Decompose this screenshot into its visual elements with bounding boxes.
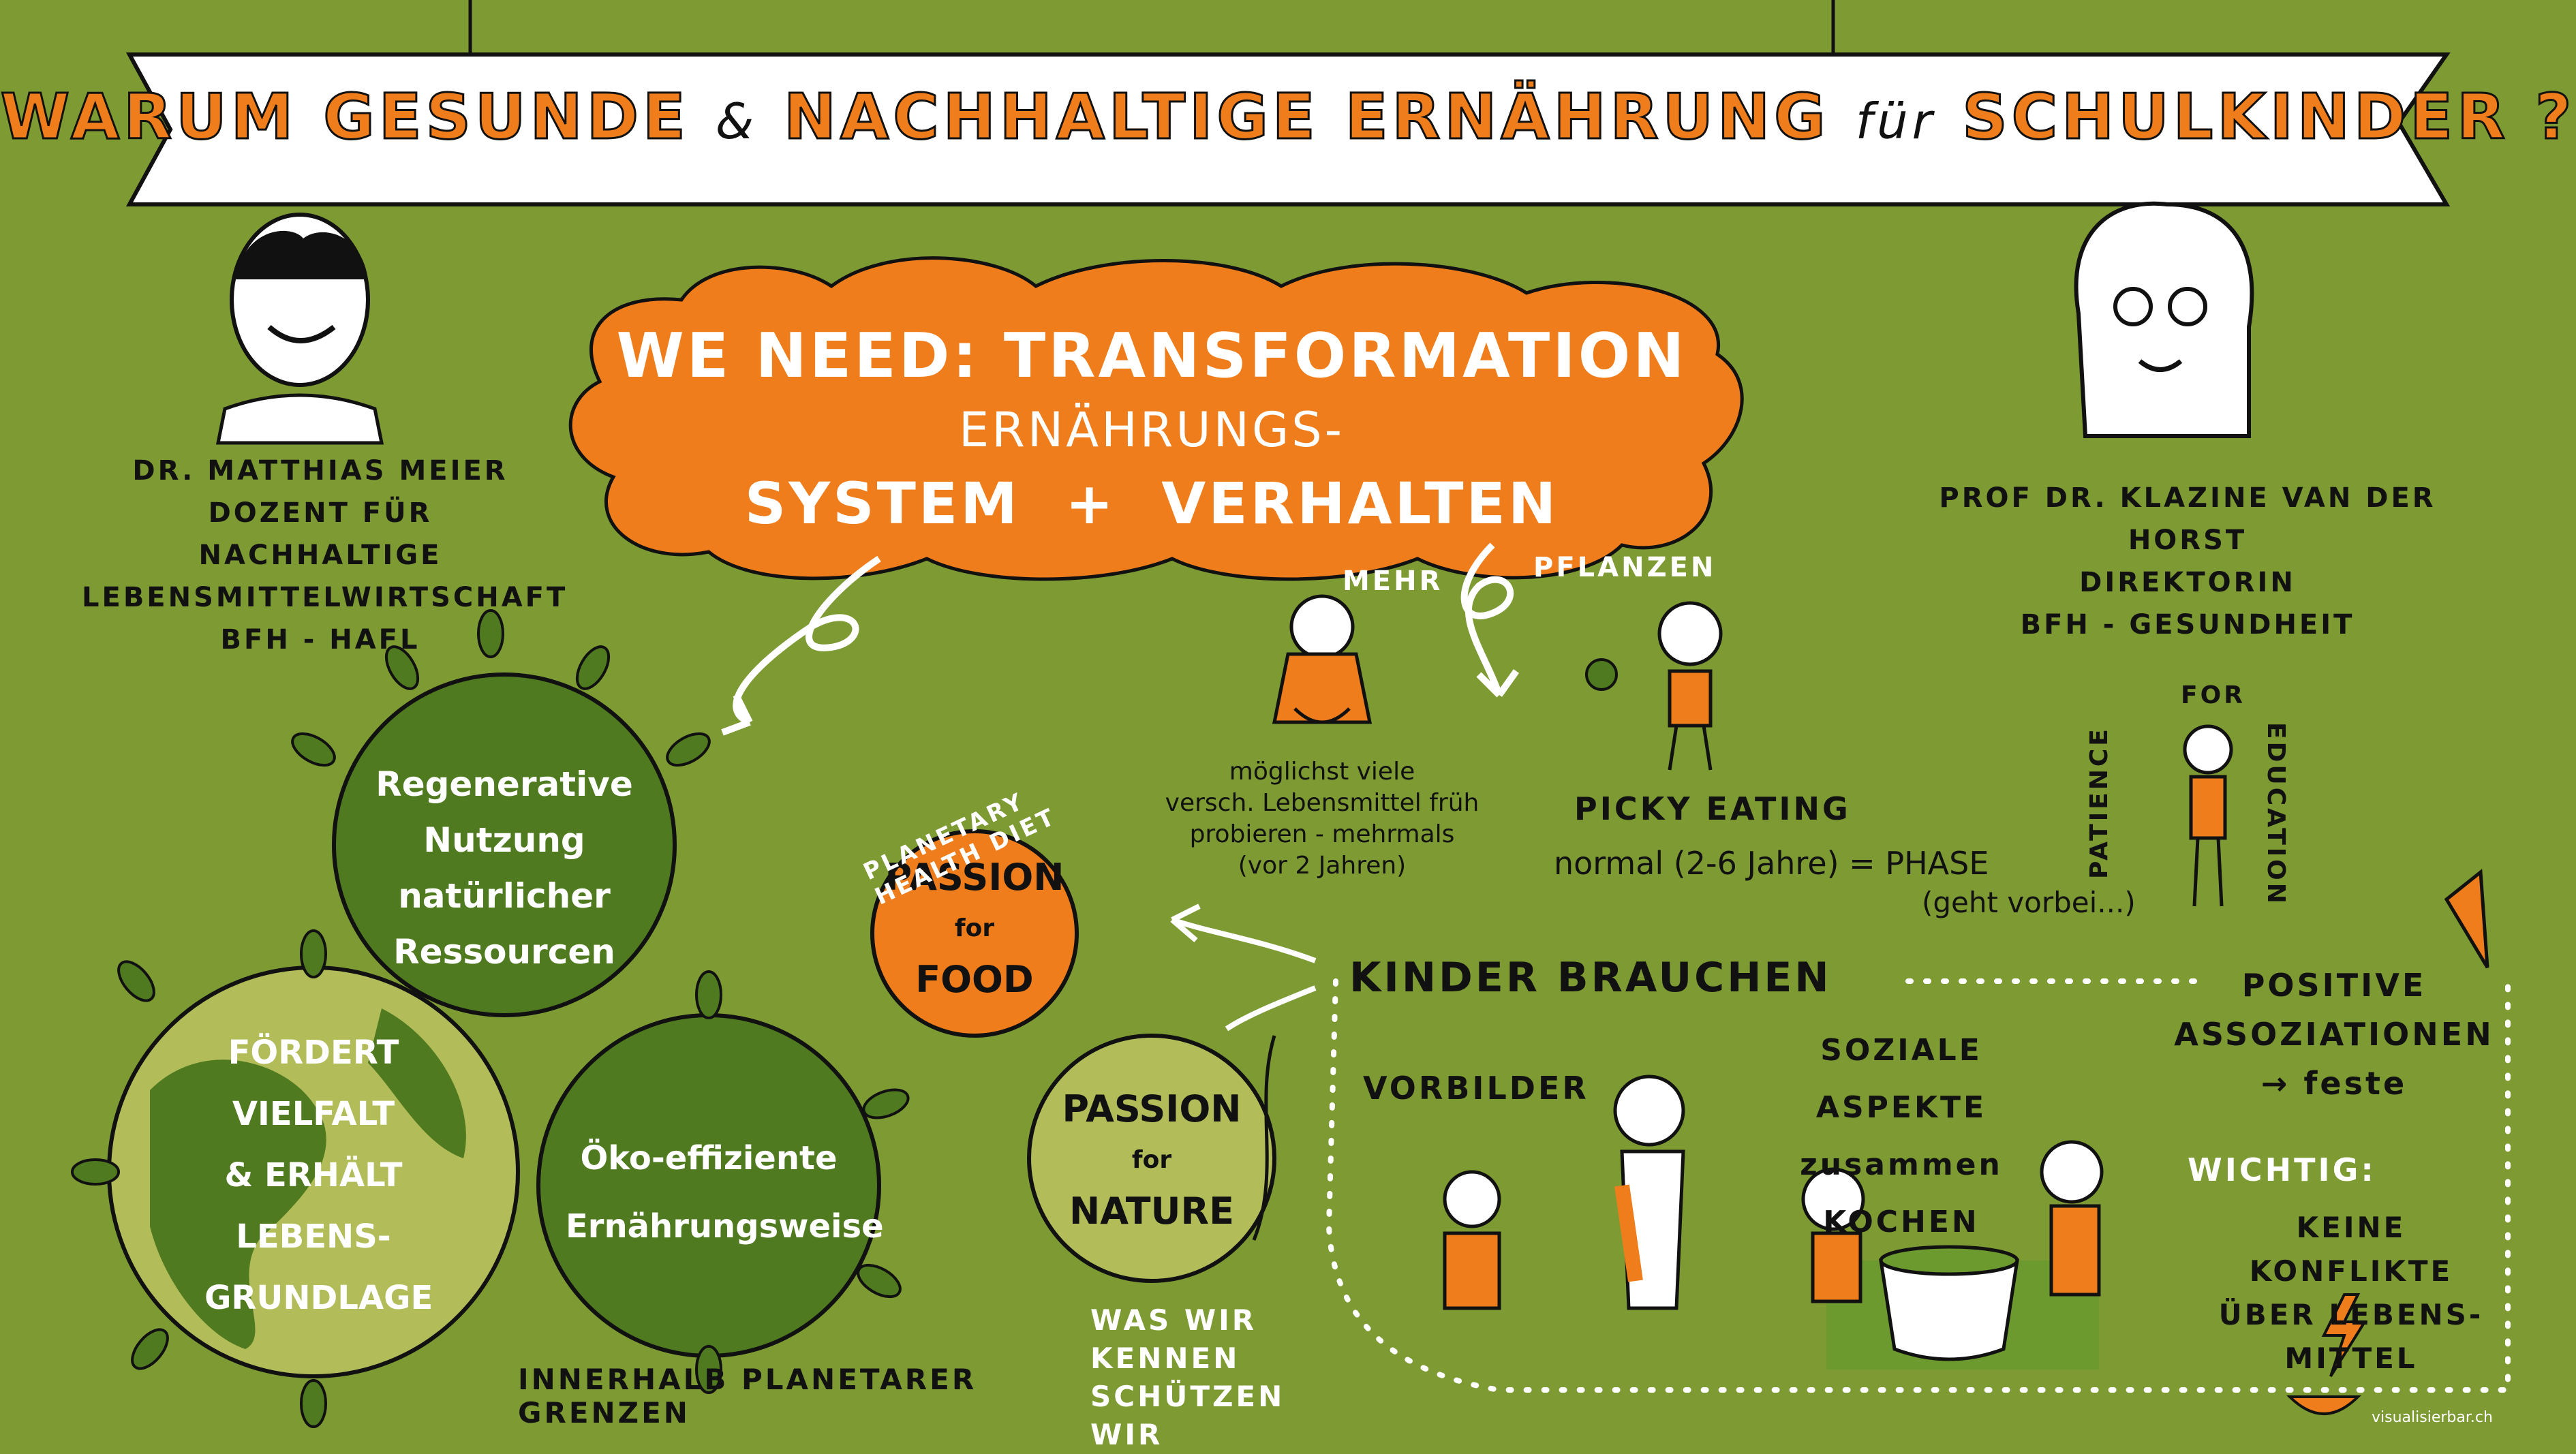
passion-nature-line-2: for: [1131, 1146, 1172, 1174]
signature: visualisierbar.ch: [2372, 1409, 2493, 1426]
planet-top-label: Regenerative Nutzung natürlicher Ressour…: [348, 756, 661, 980]
planet-right-line-1: Öko-effiziente: [580, 1139, 838, 1177]
title-banner: [125, 52, 2451, 206]
planet-left-line-1: FÖRDERT: [228, 1034, 399, 1072]
role-model-figures: [1443, 1074, 1685, 1310]
speaker-left-org: LEBENSMITTELWIRTSCHAFT BFH - HAFL: [82, 582, 568, 655]
title-part-3: SCHULKINDER ?: [1961, 80, 2576, 155]
picky-title: PICKY EATING: [1574, 790, 1851, 827]
soziale-line-3: KOCHEN: [1823, 1205, 1980, 1239]
planet-top-line-1: Regenerative: [375, 764, 633, 804]
passion-nature-line-3: NATURE: [1069, 1190, 1234, 1233]
wichtig-note: KEINE KONFLIKTE ÜBER LEBENS- MITTEL: [2194, 1206, 2508, 1380]
protect-note-line-3: SCHÜTZEN: [1090, 1380, 1285, 1413]
baby-note-line-4: (vor 2 Jahren): [1238, 852, 1407, 880]
wichtig-line-2: ÜBER LEBENS-: [2218, 1298, 2484, 1331]
cloud-subline: ERNÄHRUNGS-: [959, 402, 1345, 458]
passion-food-circle: [870, 829, 1079, 1038]
title-ampersand: &: [715, 93, 758, 150]
planet-left-line-4: LEBENS-: [236, 1218, 391, 1256]
baby-note: möglichst viele versch. Lebensmittel frü…: [1118, 756, 1527, 882]
positive-line-2: ASSOZIATIONEN: [2174, 1016, 2494, 1053]
passion-food-line-2: for: [954, 914, 995, 942]
bowl-icon: [2286, 1395, 2361, 1415]
cloud-system-line: SYSTEM + VERHALTEN: [572, 470, 1731, 537]
cloud-verhalten: VERHALTEN: [1161, 470, 1559, 537]
speaker-left-portrait: [215, 213, 384, 445]
cloud-plus: +: [1065, 470, 1116, 537]
title-fur: für: [1855, 93, 1937, 150]
page-title: WARUM GESUNDE & NACHHALTIGE ERNÄHRUNG fü…: [0, 80, 2576, 155]
vorbilder-label: VORBILDER: [1363, 1070, 1589, 1107]
planet-top-line-2: Nutzung natürlicher: [398, 820, 611, 916]
cloud-headline: WE NEED: TRANSFORMATION: [616, 320, 1687, 392]
planet-left-line-5: GRUNDLAGE: [204, 1279, 433, 1317]
positive-associations-label: POSITIVE ASSOZIATIONEN → feste: [2174, 961, 2494, 1108]
wichtig-label: WICHTIG:: [2188, 1151, 2376, 1188]
protect-note-line-4: WIR: [1090, 1418, 1163, 1451]
pflanzen-label: PFLANZEN: [1533, 552, 1717, 583]
education-word: EDUCATION: [2262, 722, 2290, 906]
speaker-right-role: DIREKTORIN: [2079, 567, 2296, 598]
soziale-line-2: zusammen: [1800, 1147, 2003, 1182]
speaker-right-name: PROF DR. KLAZINE VAN DER HORST: [1939, 482, 2436, 556]
baby-note-line-1: möglichst viele: [1229, 758, 1415, 786]
baby-note-line-3: probieren - mehrmals: [1189, 820, 1455, 848]
transformation-cloud: [568, 256, 1744, 581]
patience-word: PATIENCE: [2085, 726, 2113, 879]
speaker-right-org: BFH - GESUNDHEIT: [2020, 609, 2355, 640]
speaker-left-caption: DR. MATTHIAS MEIER DOZENT FÜR NACHHALTIG…: [82, 450, 568, 661]
positive-line-3: → feste: [2260, 1065, 2408, 1102]
picky-child-illustration: [1585, 601, 1723, 771]
soziale-line-1: SOZIALE ASPEKTE: [1815, 1033, 1987, 1125]
passion-nature-label: PASSION for NATURE: [1043, 1083, 1261, 1237]
planet-right-label: Öko-effiziente Ernährungsweise: [566, 1124, 884, 1260]
passion-food-label: PASSION for FOOD: [879, 852, 1070, 1005]
passion-nature-circle: [1027, 1034, 1276, 1283]
protect-note-line-2: KENNEN: [1090, 1342, 1240, 1375]
picky-line-2: normal (2-6 Jahre) = PHASE: [1554, 845, 1989, 882]
patience-figure-illustration: [2183, 724, 2233, 907]
passion-nature-line-1: PASSION: [1062, 1087, 1242, 1130]
planet-left-label: FÖRDERT VIELFALT & ERHÄLT LEBENS- GRUNDL…: [204, 1022, 433, 1329]
baby-illustration: [1272, 594, 1373, 724]
planet-top: [332, 672, 677, 1017]
protect-nature-note: WAS WIR KENNEN SCHÜTZEN WIR: [1090, 1301, 1349, 1454]
title-part-1: WARUM GESUNDE: [0, 80, 690, 155]
wichtig-line-1: KEINE KONFLIKTE: [2249, 1211, 2453, 1288]
planet-boundaries-caption: INNERHALB PLANETARER GRENZEN: [518, 1363, 977, 1429]
planet-right-line-2: Ernährungsweise: [566, 1207, 884, 1246]
wichtig-line-3: MITTEL: [2284, 1342, 2418, 1375]
title-part-2: NACHHALTIGE ERNÄHRUNG: [783, 80, 1830, 155]
planet-left-line-3: & ERHÄLT: [224, 1156, 403, 1194]
passion-food-line-1: PASSION: [885, 856, 1064, 899]
protect-note-line-1: WAS WIR: [1090, 1303, 1257, 1337]
soziale-aspekte-label: SOZIALE ASPEKTE zusammen KOCHEN: [1758, 1022, 2044, 1251]
speaker-right-caption: PROF DR. KLAZINE VAN DER HORST DIREKTORI…: [1895, 477, 2481, 646]
planet-top-line-3: Ressourcen: [393, 932, 615, 972]
speaker-left-name: DR. MATTHIAS MEIER: [132, 455, 508, 486]
passion-food-line-3: FOOD: [915, 958, 1034, 1001]
positive-line-1: POSITIVE: [2241, 967, 2427, 1004]
for-word: FOR: [2181, 681, 2245, 709]
picky-line-3: (geht vorbei...): [1922, 886, 2136, 919]
mehr-label: MEHR: [1343, 566, 1443, 597]
cloud-system: SYSTEM: [744, 470, 1020, 537]
planet-left-line-2: VIELFALT: [232, 1095, 395, 1133]
cooking-scene: [1801, 1140, 2104, 1370]
planet-left: [107, 965, 520, 1378]
lightning-icon: [2321, 1293, 2367, 1378]
speaker-right-portrait: [2074, 201, 2254, 438]
speaker-left-role: DOZENT FÜR NACHHALTIGE: [198, 497, 442, 571]
kinder-brauchen-title: KINDER BRAUCHEN: [1349, 954, 1832, 1002]
baby-note-line-2: versch. Lebensmittel früh: [1165, 789, 1479, 817]
party-hat-icon: [2444, 869, 2489, 969]
